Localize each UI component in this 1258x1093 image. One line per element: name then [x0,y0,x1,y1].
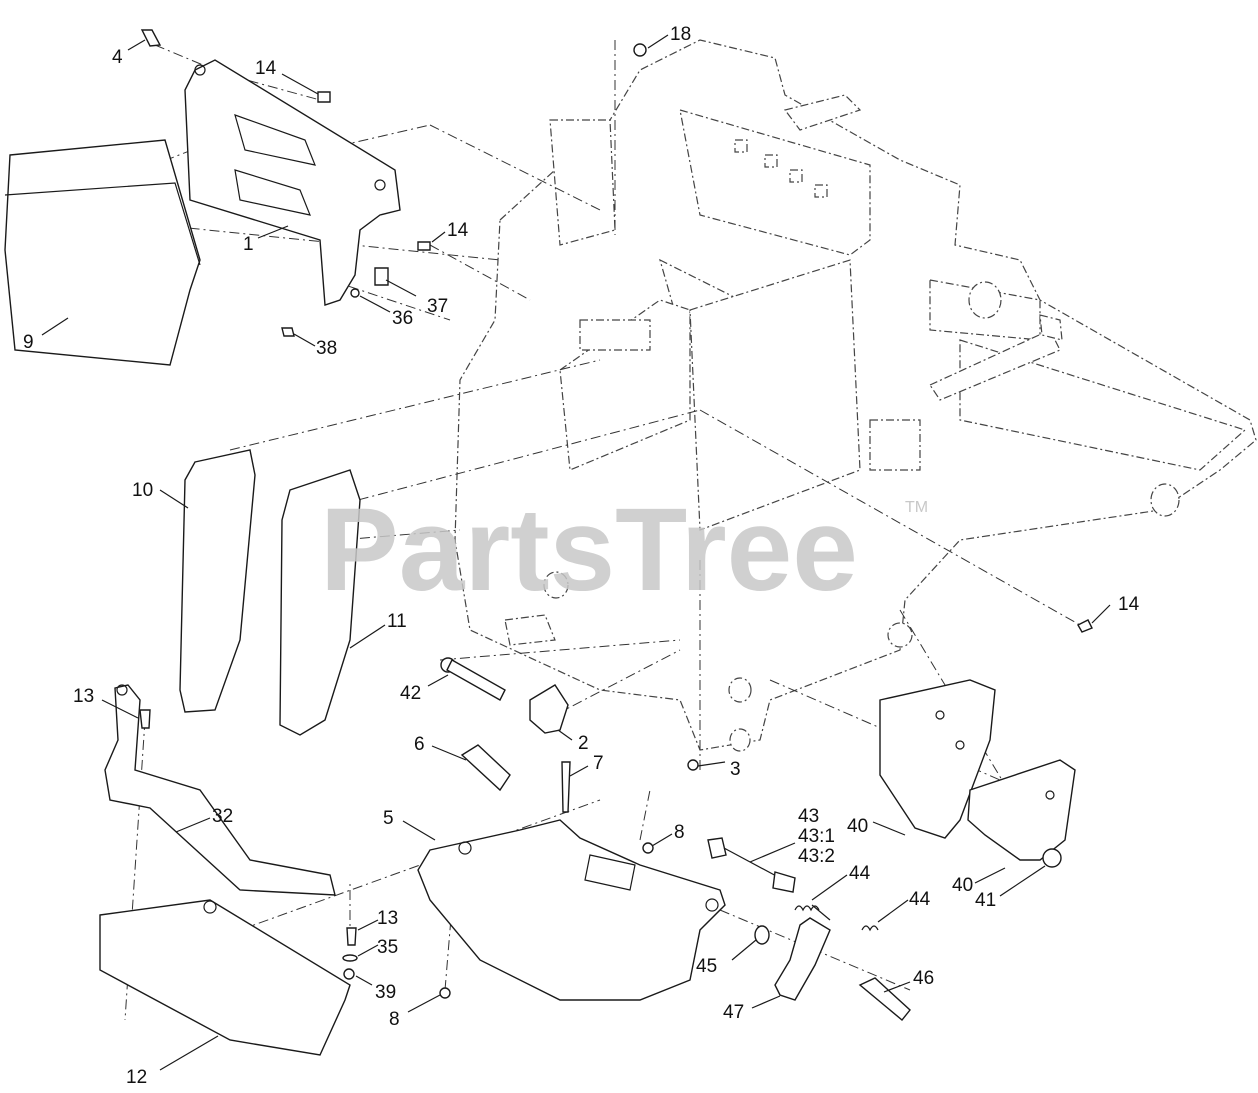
callout-36: 36 [392,308,413,329]
callout-13: 13 [73,686,94,707]
callout-9: 9 [23,332,34,353]
part-11-side-pad [279,469,361,736]
part-32-bracket [104,684,336,896]
part-44-spring-b [861,925,879,932]
callout-47: 47 [723,1002,744,1023]
part-37-clip [374,267,389,286]
part-38-bolt [281,327,295,337]
part-42-bolt [440,657,506,701]
callout-44: 44 [849,863,871,884]
callout-10: 10 [132,480,153,501]
callout-40: 40 [952,875,973,896]
part-8-nut-a [642,842,654,854]
callout-41: 41 [975,890,996,911]
part-47-lever [774,904,831,1001]
part-45-washer [754,925,770,945]
callout-44: 44 [909,889,931,910]
callout-43-2: 43:2 [798,846,835,867]
callout-3: 3 [730,759,741,780]
callout-37: 37 [427,296,448,317]
callout-39: 39 [375,982,396,1003]
part-10-side-pad [179,449,256,713]
callout-6: 6 [414,734,425,755]
assembly-lines [89,40,1081,1021]
callout-32: 32 [212,806,233,827]
part-13-bolt-a [139,709,151,729]
part-12-plate [99,899,351,1056]
callout-43-1: 43:1 [798,826,835,847]
part-8-nut-b [439,987,451,999]
part-46-pin [858,977,911,1021]
part-7-bolt [561,761,571,813]
main-frame [454,39,1257,752]
part-13-bolt-b [346,927,357,946]
callout-14: 14 [255,58,277,79]
callout-46: 46 [913,968,934,989]
part-44-spring-a [794,905,820,912]
callout-13: 13 [377,908,398,929]
callout-11: 11 [387,611,407,632]
part-3-nut [687,759,699,771]
part-14-bolt-b [417,241,431,251]
part-5-housing [417,819,726,1001]
callout-5: 5 [383,808,394,829]
callout-8: 8 [674,822,685,843]
callout-40: 40 [847,816,868,837]
callout-35: 35 [377,937,398,958]
callout-2: 2 [578,733,589,754]
watermark-trademark: TM [905,499,928,516]
part-40-guard-a [879,679,996,839]
part-6-spacer [460,744,511,792]
part-4-bolt [140,29,162,47]
part-43-harness [707,837,796,893]
callout-18: 18 [670,24,691,45]
part-14-bolt-c [1077,619,1093,633]
callout-38: 38 [316,338,337,359]
watermark-text: PartsTree [320,484,858,616]
callout-14: 14 [447,220,469,241]
callout-14: 14 [1118,594,1140,615]
callout-4: 4 [112,47,123,68]
callout-42: 42 [400,683,421,704]
callout-1: 1 [243,234,254,255]
callout-labels: 4 18 14 14 14 1 37 36 9 38 10 11 13 42 2… [23,24,1140,1088]
part-35-washer [342,954,358,962]
part-36-washer [350,288,360,298]
callout-12: 12 [126,1067,147,1088]
part-39-nut [343,968,355,980]
part-1-mount-plate [184,59,401,306]
leader-lines [41,34,1111,1071]
part-40-guard-b [967,759,1076,861]
callout-7: 7 [593,753,604,774]
callout-45: 45 [696,956,717,977]
part-18-nut [633,43,647,57]
part-41-nut [1042,848,1062,868]
part-14-bolt-a [317,91,331,103]
callout-43: 43 [798,806,819,827]
callout-8: 8 [389,1009,400,1030]
part-2-bumper [529,684,569,734]
part-9-pad [4,139,201,366]
